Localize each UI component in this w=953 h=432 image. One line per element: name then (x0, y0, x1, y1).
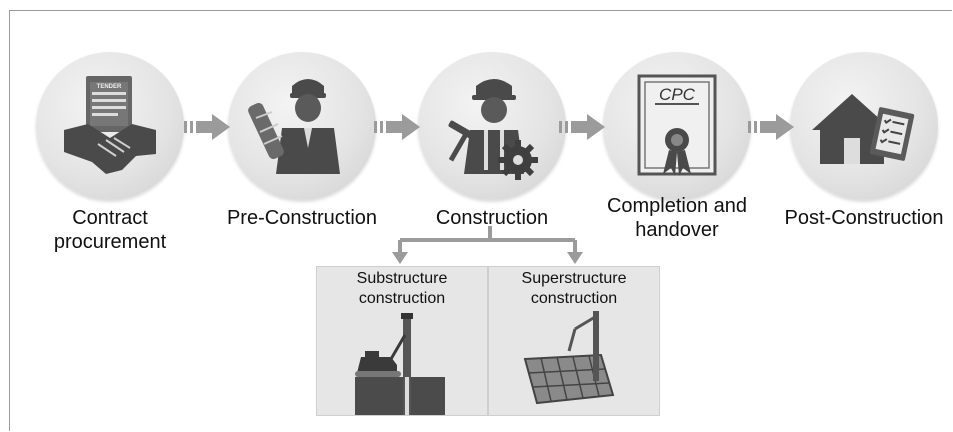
stage-label-pre-construction: Pre-Construction (226, 207, 378, 229)
contract-procurement-circle: TENDER (36, 52, 184, 200)
worker-tools-icon (448, 79, 538, 180)
substructure-label: Substructure construction (356, 270, 448, 307)
piling-rig-icon (355, 313, 445, 415)
cpc-badge: CPC (659, 85, 696, 104)
construction-circle (418, 52, 566, 200)
completion-handover-circle: CPC (603, 52, 751, 200)
stage-label-post-construction: Post-Construction (784, 207, 944, 229)
diagram-frame (9, 10, 952, 431)
substructure-panel: Substructure construction (316, 266, 488, 416)
flow-arrow-2 (372, 112, 422, 142)
tender-badge: TENDER (97, 84, 122, 90)
flow-arrow-1 (182, 112, 232, 142)
stage-label-completion-handover: Completion and handover (606, 195, 748, 241)
pre-construction-circle (228, 52, 376, 200)
certificate-icon: CPC (637, 74, 717, 176)
post-construction-circle (790, 52, 938, 200)
engineer-blueprint-icon (248, 79, 340, 174)
stage-label-construction: Construction (435, 207, 549, 229)
handshake-contract-icon: TENDER (64, 76, 156, 174)
concrete-pump-icon (523, 311, 615, 405)
superstructure-panel: Superstructure construction (488, 266, 660, 416)
house-checklist-icon (812, 94, 915, 164)
superstructure-label: Superstructure construction (521, 270, 627, 307)
flow-arrow-3 (557, 112, 607, 142)
flow-arrow-4 (746, 112, 796, 142)
stage-label-contract-procurement: Contract procurement (53, 207, 167, 253)
